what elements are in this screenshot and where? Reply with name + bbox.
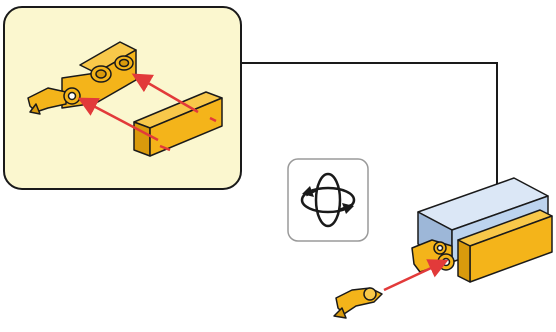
plate-with-clips bbox=[27, 41, 137, 115]
insertion-arrows bbox=[77, 73, 217, 152]
rotate-model-icon bbox=[300, 172, 356, 228]
rotate-model-indicator bbox=[287, 158, 369, 242]
attached-orange-assembly bbox=[411, 209, 553, 283]
main-insertion-arrow bbox=[383, 259, 449, 292]
guide-line bbox=[241, 62, 505, 206]
clip-part bbox=[333, 287, 383, 319]
main-model bbox=[333, 177, 553, 319]
